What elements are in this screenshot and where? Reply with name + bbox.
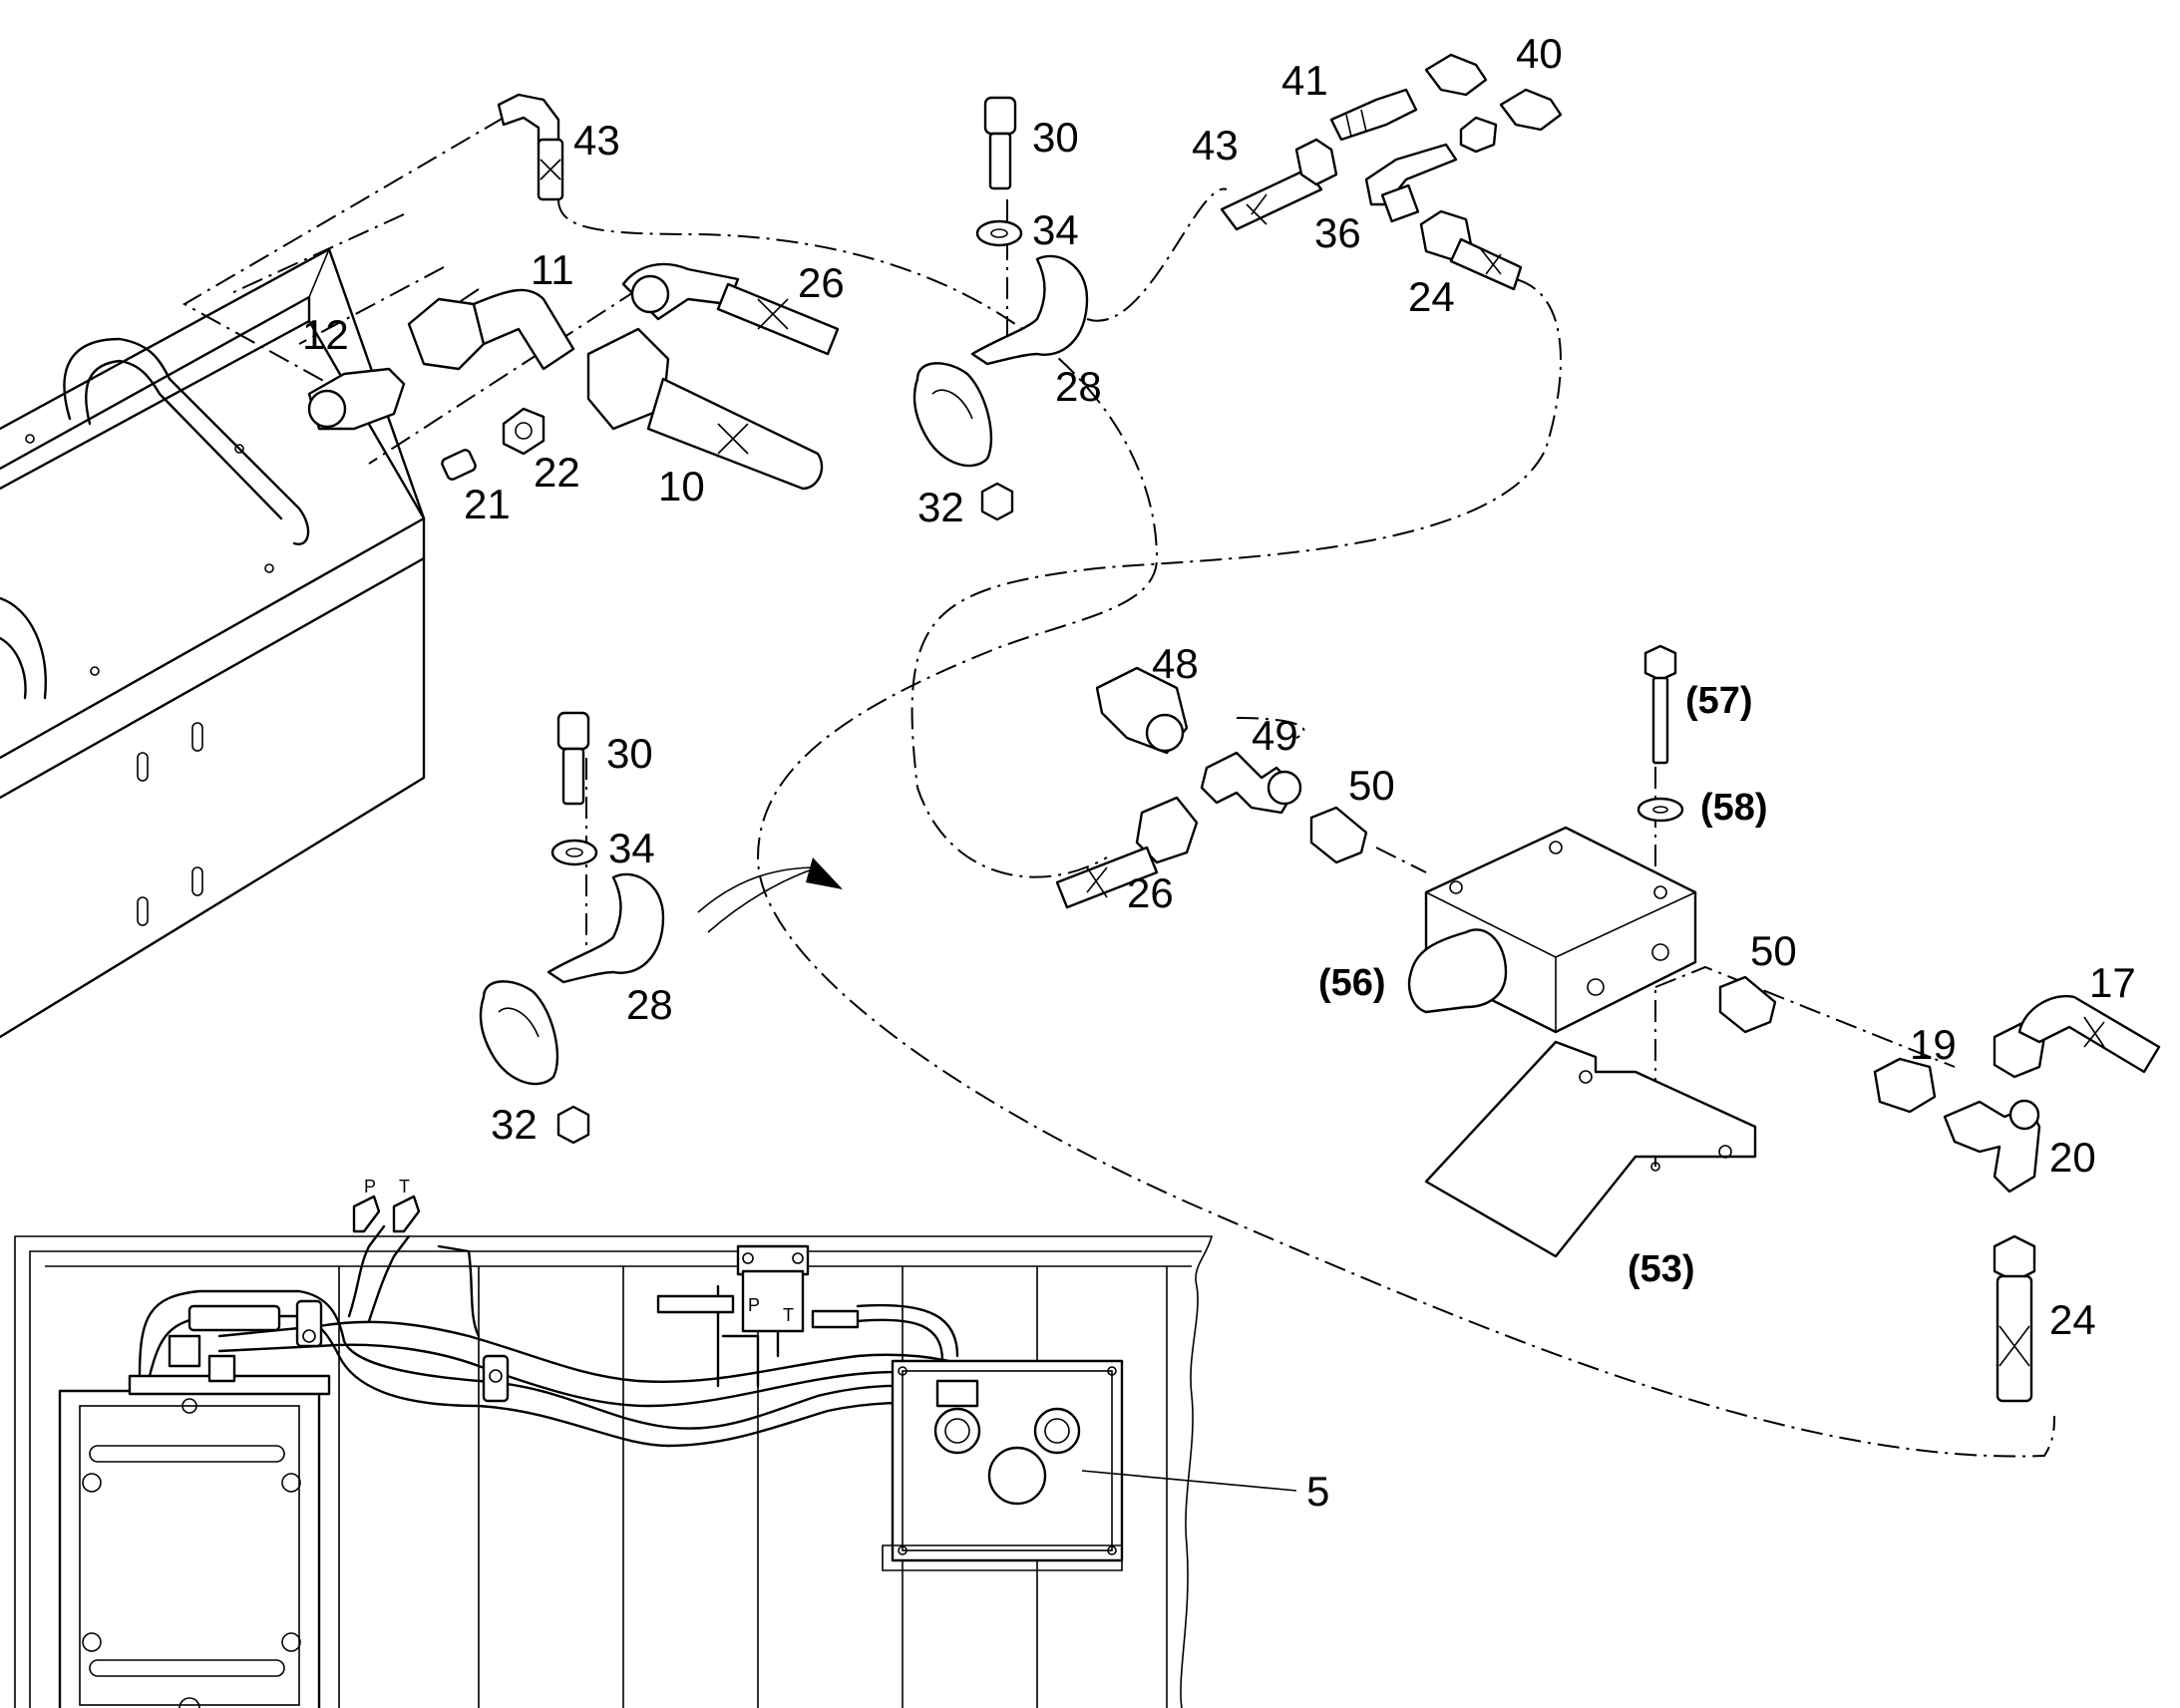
label-32-top: 32 [917, 484, 964, 530]
nut-32-lower [556, 1105, 590, 1145]
hose-10 [586, 327, 824, 491]
label-32-lower: 32 [491, 1101, 538, 1148]
clamp-28-lower [479, 872, 665, 1086]
label-58: (58) [1700, 787, 1768, 829]
hose-26-top [621, 262, 840, 356]
port-label-t2: T [783, 1305, 794, 1325]
label-26-top: 26 [798, 259, 845, 306]
label-26-lower: 26 [1127, 869, 1174, 916]
hose-26-lower [1055, 796, 1199, 909]
installation-view: P T P T [14, 1177, 1297, 1708]
label-19: 19 [1910, 1021, 1957, 1068]
fitting-41 [1329, 88, 1418, 142]
hose-17 [1993, 994, 2161, 1079]
label-20: 20 [2049, 1134, 2096, 1181]
tee-20 [1943, 1099, 2041, 1194]
label-48: 48 [1152, 640, 1199, 687]
port-label-t: T [399, 1177, 410, 1196]
bolt-30-top [983, 96, 1017, 190]
label-24-lower: 24 [2049, 1296, 2096, 1343]
clamp-28-top [912, 254, 1089, 468]
label-28-lower: 28 [626, 981, 673, 1028]
label-22: 22 [534, 449, 580, 496]
label-50-upper: 50 [1348, 762, 1395, 809]
elbow-40 [1424, 53, 1563, 154]
part-labels: 43 30 34 41 40 43 36 24 11 26 12 28 22 1… [302, 30, 2136, 1515]
label-12: 12 [302, 311, 349, 358]
fitting-48 [1095, 666, 1189, 755]
washer-58 [1636, 797, 1684, 823]
plug-21 [441, 449, 477, 481]
fitting-50-upper [1309, 806, 1368, 864]
nut-32-top [980, 482, 1014, 521]
label-36: 36 [1314, 209, 1361, 256]
hose-24-lower [1993, 1234, 2036, 1403]
label-50-lower: 50 [1750, 927, 1797, 974]
valve-block-56 [1407, 826, 1697, 1034]
label-57: (57) [1685, 680, 1753, 722]
port-label-p: P [364, 1177, 376, 1196]
label-40: 40 [1516, 30, 1563, 77]
label-11: 11 [531, 246, 574, 293]
tank-housing [0, 247, 426, 1039]
flow-arrow [697, 857, 843, 933]
mounting-plate-53 [1424, 1040, 1757, 1258]
label-34-top: 34 [1032, 206, 1079, 253]
label-30-lower: 30 [606, 730, 653, 777]
label-24-top: 24 [1408, 273, 1455, 320]
fitting-50-lower [1718, 975, 1777, 1034]
label-30-top: 30 [1032, 114, 1079, 161]
label-49: 49 [1252, 712, 1298, 759]
port-label-p2: P [748, 1295, 760, 1315]
hose-43-right [1220, 138, 1338, 231]
label-56: (56) [1318, 962, 1386, 1004]
label-34-lower: 34 [608, 825, 655, 871]
fitting-12 [307, 367, 406, 431]
label-43-top: 43 [573, 117, 620, 164]
label-43-right: 43 [1192, 122, 1239, 169]
bolt-30-lower [556, 711, 590, 806]
label-5: 5 [1306, 1468, 1329, 1515]
elbow-fitting-43-top [497, 93, 564, 201]
tee-49 [1200, 751, 1302, 815]
label-41: 41 [1281, 57, 1328, 104]
bolt-57 [1643, 644, 1677, 765]
label-17: 17 [2089, 959, 2136, 1006]
nut-19 [1873, 1057, 1937, 1114]
washer-34-lower [550, 839, 598, 866]
label-28-top: 28 [1055, 363, 1102, 410]
washer-34-top [975, 219, 1023, 247]
elbow-11 [407, 288, 575, 371]
nut-22 [502, 407, 545, 456]
hose-24-top [1419, 209, 1523, 291]
label-53: (53) [1628, 1248, 1695, 1290]
fitting-36 [1364, 143, 1458, 223]
label-10: 10 [658, 463, 705, 510]
label-21: 21 [464, 481, 511, 527]
